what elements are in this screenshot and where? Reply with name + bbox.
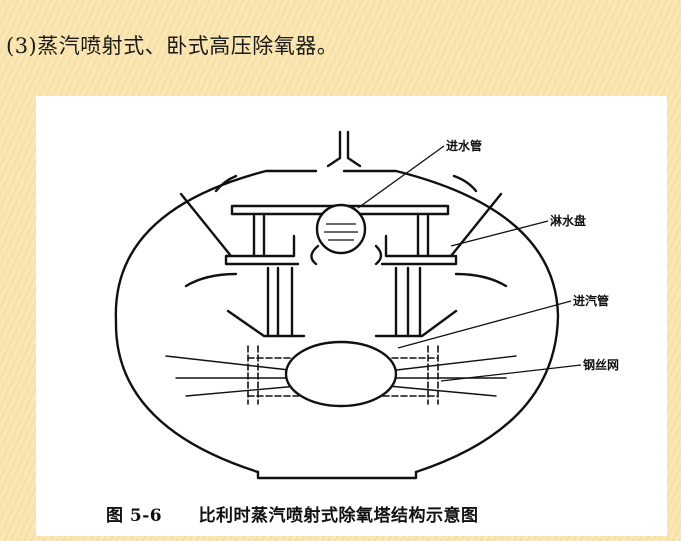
label-steam-inlet-pipe: 进汽管 (573, 293, 609, 308)
label-spray-tray: 淋水盘 (550, 213, 586, 228)
top-vent (326, 130, 362, 168)
figure-caption: 图 5-6 比利时蒸汽喷射式除氧塔结构示意图 (106, 501, 479, 526)
leader-spray-tray (450, 220, 549, 247)
spray-tray-right (380, 234, 458, 266)
water-inlet-sphere (315, 203, 367, 255)
mesh-frame (247, 345, 439, 405)
spray-tray-left (224, 234, 300, 266)
inner-cone (179, 192, 503, 258)
deaerator-diagram: 进水管 淋水盘 进汽管 钢丝网 (114, 130, 619, 480)
steam-inlet-drum (284, 340, 398, 408)
column-right (394, 214, 430, 338)
figure-caption-number: 图 5-6 (106, 506, 163, 526)
leader-steam-inlet (397, 300, 572, 349)
slide-heading: (3)蒸汽喷射式、卧式高压除氧器。 (6, 34, 339, 58)
flow-arrow (184, 174, 508, 288)
vessel-shell (114, 169, 560, 474)
outlet-neck (256, 470, 418, 480)
deaerator-figure: 进水管 淋水盘 进汽管 钢丝网 图 5-6 比利时蒸汽喷射式除氧塔结构示意图 (36, 96, 667, 536)
mesh-lines (165, 355, 517, 397)
leader-wire-mesh (440, 364, 582, 382)
figure-caption-title: 比利时蒸汽喷射式除氧塔结构示意图 (198, 506, 479, 526)
label-water-inlet-pipe: 进水管 (446, 138, 482, 153)
leader-water-inlet (357, 145, 445, 209)
column-left (252, 214, 294, 338)
label-wire-mesh: 钢丝网 (583, 357, 619, 372)
lower-funnel (226, 309, 458, 338)
